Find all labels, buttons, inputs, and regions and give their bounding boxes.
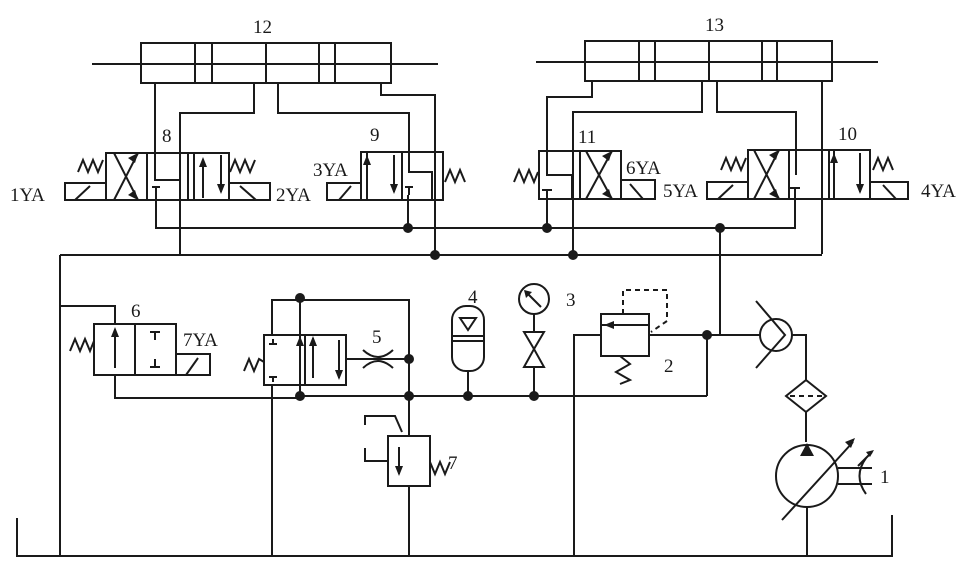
label-8: 8 bbox=[162, 126, 172, 147]
label-7: 7 bbox=[448, 453, 458, 474]
solenoid-1ya-label: 1YA bbox=[10, 185, 45, 206]
label-13: 13 bbox=[705, 15, 724, 36]
label-9: 9 bbox=[370, 125, 380, 146]
valve-8 bbox=[64, 152, 271, 201]
relief-valve-2 bbox=[573, 289, 760, 556]
solenoid-3ya-label: 3YA bbox=[313, 160, 348, 181]
valve-9 bbox=[326, 151, 466, 201]
label-4: 4 bbox=[468, 287, 478, 308]
valve-5-throttle bbox=[243, 293, 414, 401]
cylinder-13 bbox=[536, 40, 878, 82]
valve-6 bbox=[59, 255, 298, 556]
label-3: 3 bbox=[566, 290, 576, 311]
label-5: 5 bbox=[372, 327, 382, 348]
solenoid-2ya-label: 2YA bbox=[276, 185, 311, 206]
cylinder-12 bbox=[92, 42, 438, 84]
label-2: 2 bbox=[664, 356, 674, 377]
valve-7 bbox=[364, 415, 451, 487]
valve-10 bbox=[706, 149, 909, 200]
solenoid-7ya-label: 7YA bbox=[183, 330, 218, 351]
label-10: 10 bbox=[838, 124, 857, 145]
tank-line bbox=[16, 515, 893, 557]
label-11: 11 bbox=[578, 127, 596, 148]
accumulator-4 bbox=[451, 305, 485, 396]
solenoid-5ya-label: 5YA bbox=[663, 181, 698, 202]
upper-piping bbox=[60, 81, 823, 335]
solenoid-6ya-label: 6YA bbox=[626, 158, 661, 179]
label-12: 12 bbox=[253, 17, 272, 38]
pressure-gauge-3 bbox=[518, 283, 550, 396]
solenoid-4ya-label: 4YA bbox=[921, 181, 956, 202]
pump-assembly-1 bbox=[755, 300, 874, 556]
label-6: 6 bbox=[131, 301, 141, 322]
flow-arrows bbox=[111, 150, 864, 476]
label-1: 1 bbox=[880, 467, 890, 488]
